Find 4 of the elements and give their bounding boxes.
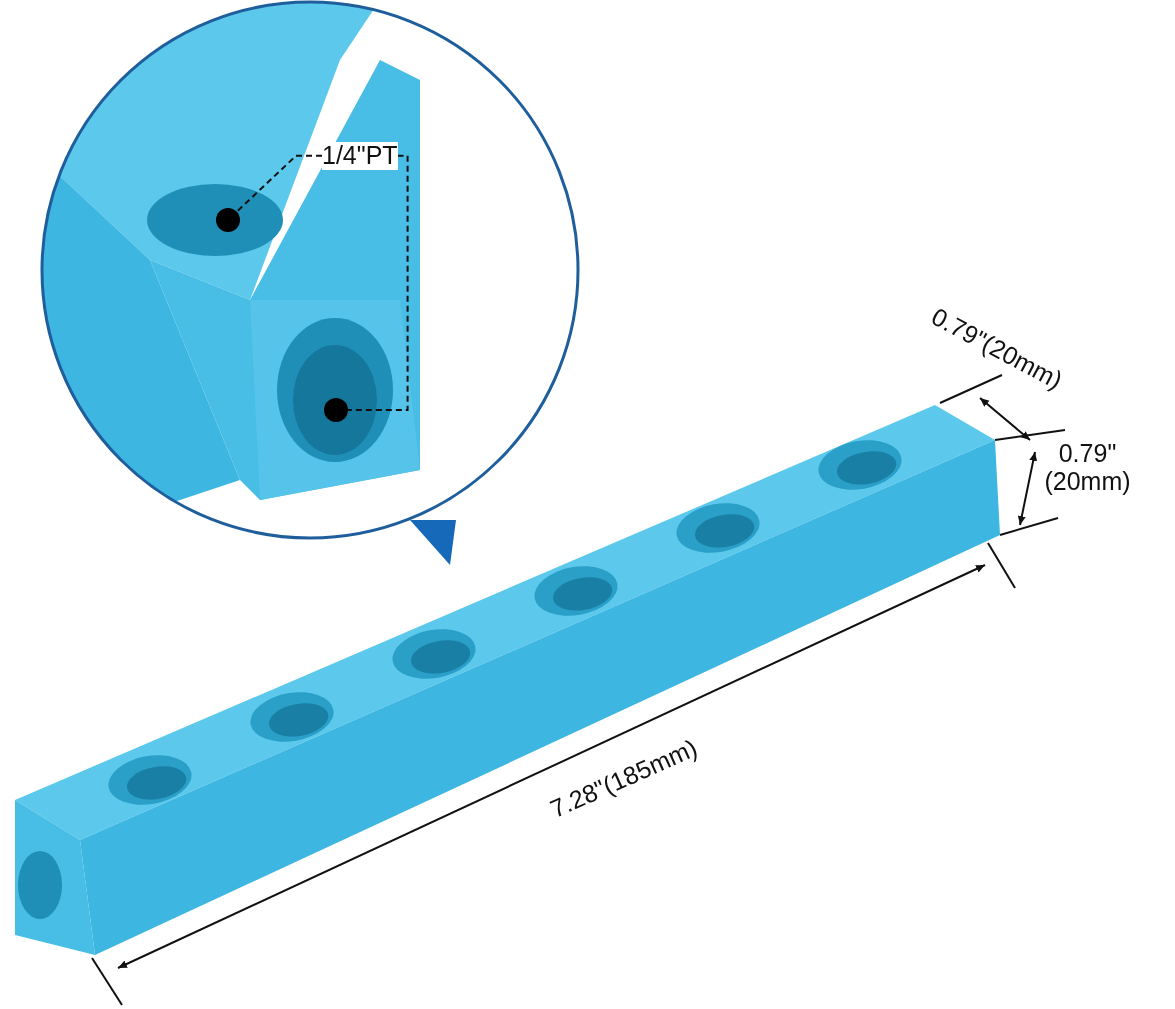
leader-line xyxy=(347,154,409,411)
dimension-label: 0.79" (20mm) xyxy=(1043,440,1132,495)
callout-label: 1/4"PT xyxy=(322,142,398,170)
leader-line xyxy=(235,154,323,213)
